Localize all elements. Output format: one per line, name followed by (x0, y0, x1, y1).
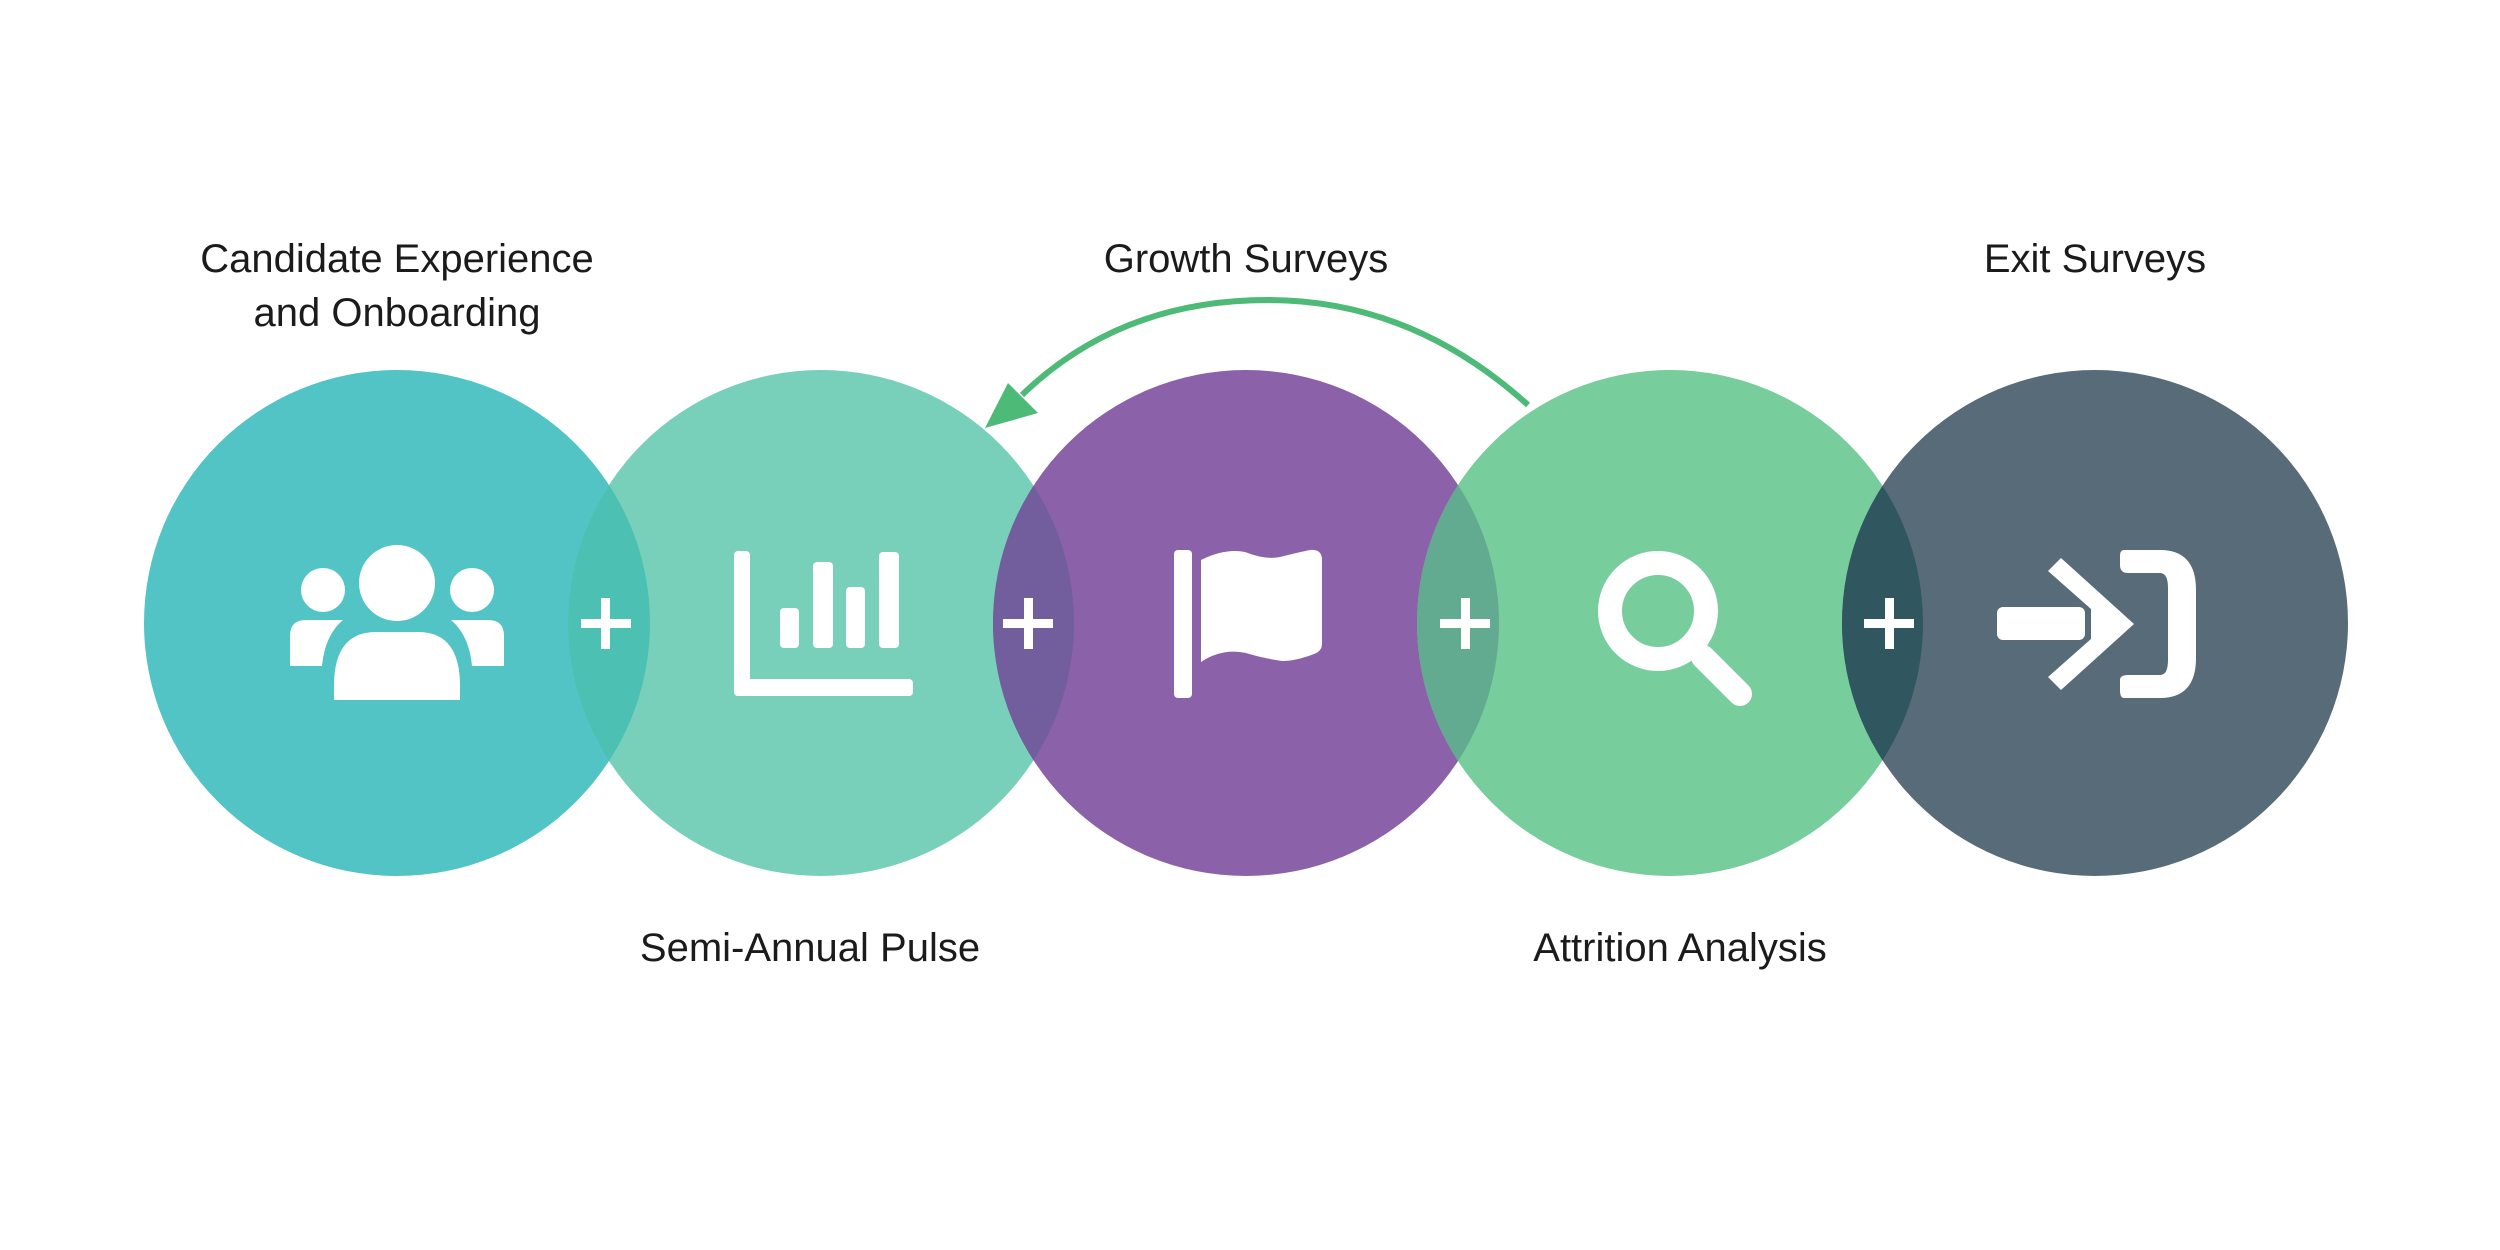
search-icon (1598, 551, 1752, 706)
stage-circle-candidate (144, 370, 650, 876)
arrowhead-icon (985, 383, 1038, 428)
label-pulse: Semi-Annual Pulse (639, 926, 981, 970)
label-exit: Exit Surveys (1983, 237, 2207, 281)
label-attrition: Attrition Analysis (1533, 926, 1827, 970)
loop-arrow (1019, 296, 1531, 408)
sign-out-icon (1997, 550, 2196, 698)
plus-icon (1440, 598, 1490, 649)
flag-icon (1174, 549, 1322, 698)
bar-chart-icon (734, 551, 913, 696)
label-candidate: Candidate Experience and Onboarding (200, 237, 594, 335)
label-growth: Growth Surveys (1103, 237, 1389, 281)
users-icon (290, 545, 504, 700)
plus-icon (1864, 598, 1914, 649)
plus-icon (581, 598, 631, 649)
plus-icon (1003, 598, 1053, 649)
stage-circle-attrition (1417, 370, 1923, 876)
